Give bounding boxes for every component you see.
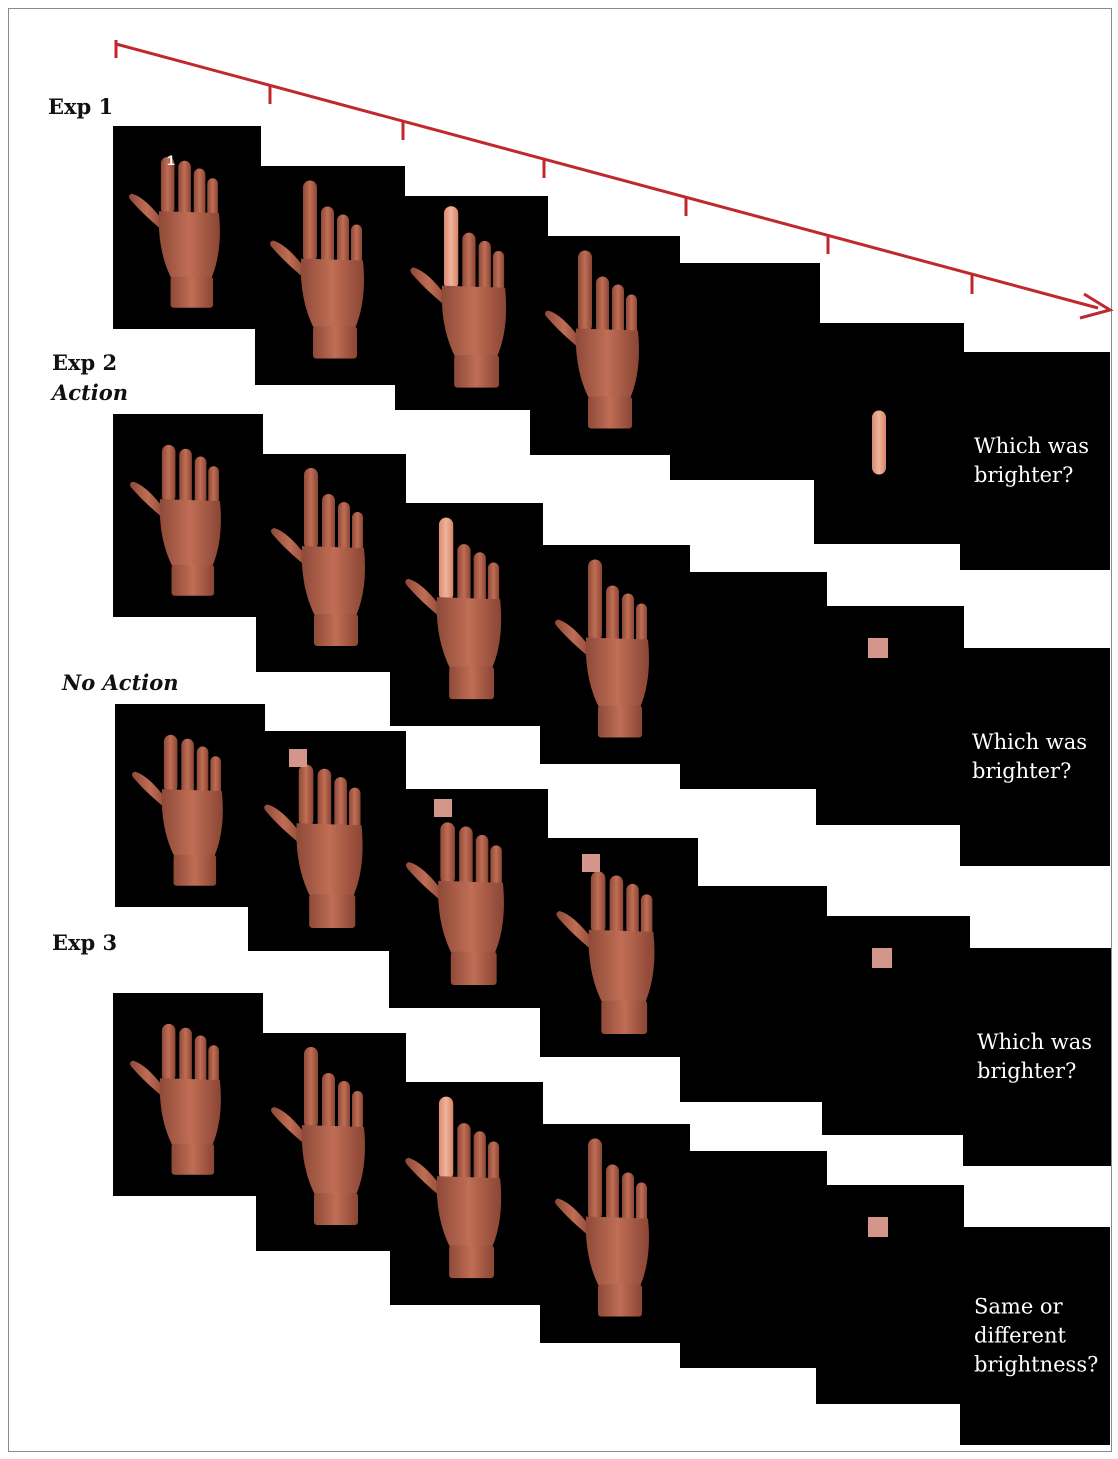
hand-icon <box>395 196 548 410</box>
hand-icon <box>530 236 680 455</box>
question-panel: Same or different brightness? <box>960 1227 1110 1445</box>
label-exp2: Exp 2 <box>52 350 117 375</box>
question-text: Which was brighter? <box>977 1028 1111 1086</box>
hand-icon <box>113 126 261 329</box>
question-text: Which was brighter? <box>972 728 1110 786</box>
stimulus-square <box>289 749 307 767</box>
finger-probe-panel <box>814 323 964 544</box>
hand-panel <box>113 414 263 617</box>
hand-panel <box>256 1033 406 1251</box>
hand-panel <box>256 454 406 672</box>
hand-panel <box>530 236 680 455</box>
hand-icon <box>540 1124 690 1343</box>
hand-panel <box>540 838 698 1057</box>
question-panel: Which was brighter? <box>960 352 1110 570</box>
hand-panel <box>255 166 405 385</box>
label-exp1: Exp 1 <box>48 94 113 119</box>
hand-panel: 1 <box>113 126 261 329</box>
blank-panel <box>680 1151 827 1368</box>
label-exp3: Exp 3 <box>52 930 117 955</box>
hand-panel <box>113 993 263 1196</box>
hand-icon <box>248 731 406 951</box>
hand-panel <box>248 731 406 951</box>
hand-icon <box>389 789 548 1008</box>
label-no-action: No Action <box>62 670 179 695</box>
hand-panel <box>540 545 690 764</box>
question-text: Which was brighter? <box>974 432 1110 490</box>
stimulus-square <box>434 799 452 817</box>
square-probe-panel <box>822 916 970 1135</box>
hand-panel <box>540 1124 690 1343</box>
finger-number: 1 <box>167 152 175 168</box>
hand-panel <box>115 704 265 907</box>
hand-icon <box>113 414 263 617</box>
question-panel: Which was brighter? <box>960 648 1110 866</box>
hand-icon <box>115 704 265 907</box>
hand-icon <box>540 545 690 764</box>
hand-icon <box>390 503 543 726</box>
hand-panel <box>390 503 543 726</box>
hand-icon <box>256 1033 406 1251</box>
hand-icon <box>540 838 698 1057</box>
label-action: Action <box>52 380 128 405</box>
stimulus-square <box>868 638 888 658</box>
hand-panel <box>389 789 548 1008</box>
hand-icon <box>390 1082 543 1305</box>
stimulus-square <box>872 948 892 968</box>
hand-icon <box>113 993 263 1196</box>
stimulus-square <box>582 854 600 872</box>
square-probe-panel <box>816 606 964 825</box>
question-panel: Which was brighter? <box>963 948 1111 1166</box>
hand-icon <box>255 166 405 385</box>
blank-panel <box>680 572 827 789</box>
square-probe-panel <box>816 1185 964 1404</box>
question-text: Same or different brightness? <box>974 1293 1110 1380</box>
hand-icon <box>256 454 406 672</box>
blank-panel <box>670 263 820 480</box>
blank-panel <box>680 886 827 1102</box>
hand-panel <box>395 196 548 410</box>
stimulus-square <box>868 1217 888 1237</box>
hand-panel <box>390 1082 543 1305</box>
hand-icon <box>814 323 964 544</box>
